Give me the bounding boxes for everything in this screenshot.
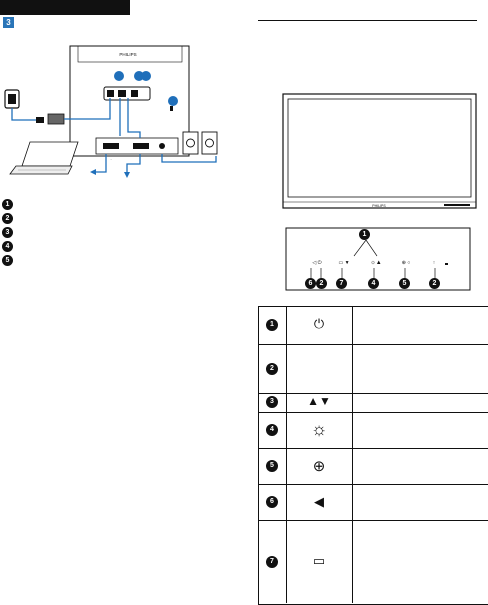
row-number: 1: [266, 319, 278, 331]
callout-2: 2: [2, 213, 13, 224]
up-down-arrows-icon: ▲▼: [307, 394, 331, 408]
svg-text:▭ ▼: ▭ ▼: [338, 260, 349, 266]
svg-text:↑: ↑: [433, 260, 436, 266]
button-callout-c: 7: [336, 278, 347, 289]
button-callout-a: 6: [305, 278, 316, 289]
button-callout-f: 2: [429, 278, 440, 289]
brightness-icon: ☼: [310, 419, 328, 439]
power-adapter-icon: [47, 113, 65, 125]
kensington-lock-icon: [170, 106, 173, 111]
connection-diagram: PHILIPS ·: [4, 45, 218, 178]
button-function-table: 1 ⏻ 2 3 ▲▼ 4 ☼ 5 ⊕ 6 ◀ 7 ▭: [258, 306, 488, 605]
callout-4: 4: [2, 241, 13, 252]
button-callout-e: 5: [399, 278, 410, 289]
row-number: 7: [266, 556, 278, 568]
front-brand-label: PHILIPS: [372, 204, 386, 208]
callout-3: 3: [2, 227, 13, 238]
input-select-icon: ⊕: [312, 458, 326, 475]
svg-text:☼▲: ☼▲: [370, 260, 381, 266]
step-marker: 3: [3, 17, 14, 28]
port-strip: [95, 137, 179, 155]
monitor-back: [69, 45, 190, 157]
table-row: 4 ☼: [258, 412, 488, 449]
row-number: 6: [266, 496, 278, 508]
table-row: 6 ◀: [258, 484, 488, 521]
table-row: 3 ▲▼: [258, 393, 488, 413]
power-icon: ⏻: [313, 316, 325, 331]
row-number: 2: [266, 363, 278, 375]
power-socket-icon: [4, 89, 20, 109]
laptop-icon: [9, 141, 79, 175]
callout-5: 5: [2, 255, 13, 266]
svg-text:·: ·: [110, 157, 111, 162]
table-row: 7 ▭: [258, 520, 488, 603]
button-callout-d: 4: [368, 278, 379, 289]
button-callout-top: 1: [359, 229, 370, 240]
speakers-icon: [182, 131, 218, 155]
button-callout-b: 2: [316, 278, 327, 289]
button-panel-diagram: ◁ ⏻ ▭ ▼ ☼▲ ⊕ ○ ↑: [285, 227, 471, 291]
smartimage-icon: ▭: [312, 553, 326, 568]
row-number: 5: [266, 460, 278, 472]
section-divider: [258, 20, 477, 21]
svg-text:◁ ⏻: ◁ ⏻: [312, 260, 321, 266]
table-row: 1 ⏻: [258, 306, 488, 345]
monitor-front-diagram: PHILIPS: [282, 93, 477, 209]
row-number: 4: [266, 424, 278, 436]
table-row: 5 ⊕: [258, 448, 488, 485]
svg-text:⊕ ○: ⊕ ○: [402, 260, 411, 266]
callout-1: 1: [2, 199, 13, 210]
back-arrow-icon: ◀: [314, 494, 324, 509]
monitor-brand-label: PHILIPS: [119, 52, 136, 57]
table-row: 2: [258, 344, 488, 394]
header-bar: [0, 0, 130, 15]
row-number: 3: [266, 396, 278, 408]
